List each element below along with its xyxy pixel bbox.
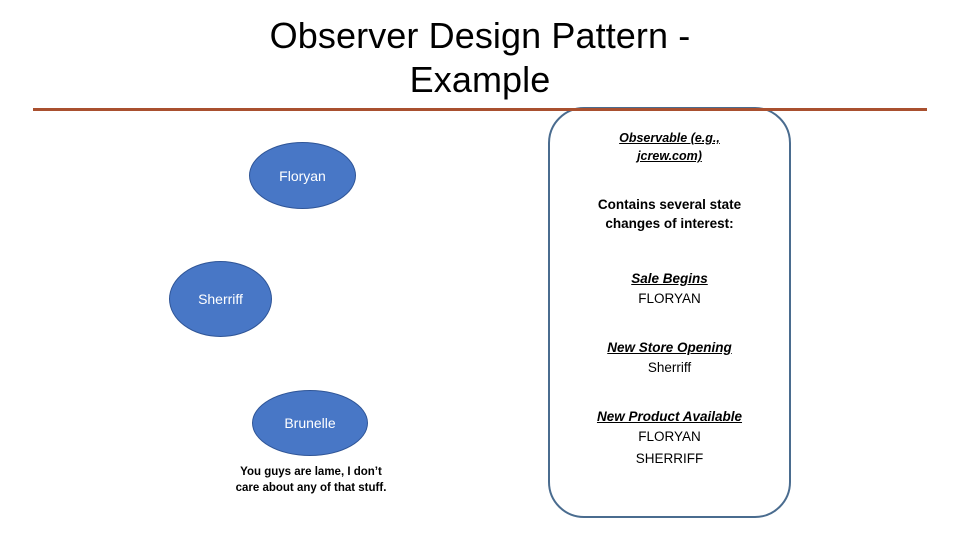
- event-subscribers-new-store-opening: Sherriff: [647, 360, 692, 376]
- brunelle-remark-text: You guys are lame, I don’t care about an…: [235, 466, 387, 494]
- actor-label-brunelle: Brunelle: [284, 415, 336, 431]
- event-subscribers-sale-begins: FLORYAN: [638, 291, 701, 307]
- event-name-new-product-available: New Product Available: [596, 408, 743, 424]
- page-title: Observer Design Pattern - Example: [269, 15, 691, 100]
- observable-panel-heading: Observable (e.g., jcrew.com): [619, 131, 720, 164]
- title-divider-rule: [33, 108, 927, 111]
- event-group-new-product-available: New Product Available FLORYAN SHERRIFF: [562, 407, 777, 470]
- actor-ellipse-sherriff[interactable]: Sherriff: [169, 261, 272, 337]
- event-group-sale-begins: Sale Begins FLORYAN: [562, 269, 777, 310]
- observable-panel-description: Contains several state changes of intere…: [597, 197, 742, 232]
- observable-panel: Observable (e.g., jcrew.com) Contains se…: [548, 107, 791, 518]
- actor-ellipse-floryan[interactable]: Floryan: [249, 142, 356, 209]
- actor-ellipse-brunelle[interactable]: Brunelle: [252, 390, 368, 456]
- actor-label-floryan: Floryan: [279, 167, 326, 184]
- actor-label-sherriff: Sherriff: [198, 291, 243, 307]
- event-name-new-store-opening: New Store Opening: [607, 339, 732, 355]
- event-group-new-store-opening: New Store Opening Sherriff: [562, 338, 777, 379]
- event-subscribers-new-product-available: FLORYAN SHERRIFF: [635, 429, 704, 467]
- event-name-sale-begins: Sale Begins: [631, 270, 708, 286]
